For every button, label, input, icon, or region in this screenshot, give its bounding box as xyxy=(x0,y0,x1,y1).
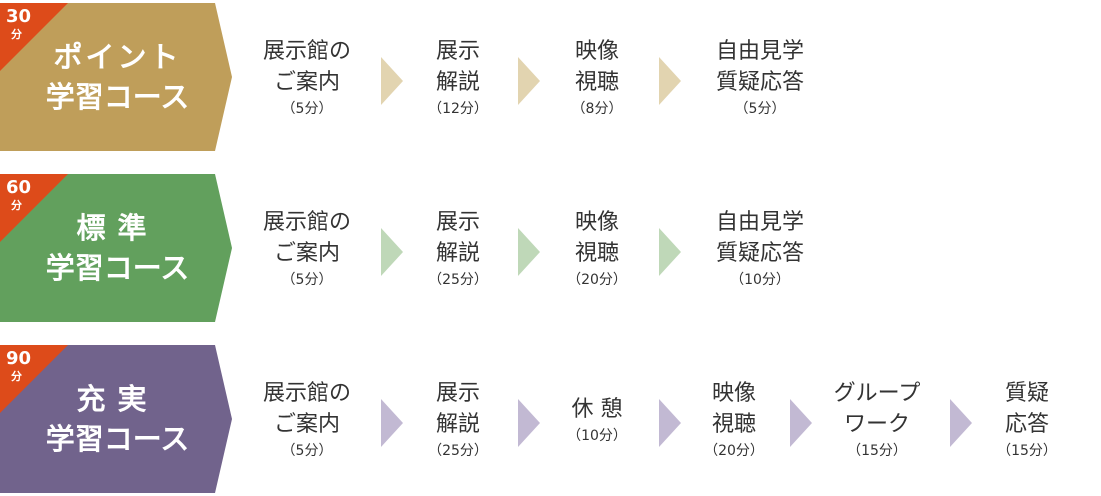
step-arrow-3 xyxy=(659,57,681,105)
duration-unit: 分 xyxy=(11,199,22,212)
step-duration: （5分） xyxy=(281,101,333,117)
step-4: 自由見学 質疑応答 （10分） xyxy=(700,207,820,291)
step-line1: 展示館の xyxy=(262,210,351,235)
step-duration: （5分） xyxy=(734,101,786,117)
step-arrow-2 xyxy=(518,228,540,276)
step-duration: （10分） xyxy=(567,428,627,444)
step-duration: （25分） xyxy=(428,443,488,459)
step-line2: 視聴 xyxy=(711,412,756,437)
step-line1: 映像 xyxy=(574,210,619,235)
step-arrow-3 xyxy=(659,399,681,447)
step-duration: （5分） xyxy=(281,443,333,459)
course-row-standard: 60 分 標準 学習コース 展示館の ご案内 （5分） 展示 解説 （25分） … xyxy=(0,174,1101,322)
step-line2: 質疑応答 xyxy=(715,241,804,266)
step-arrow-3 xyxy=(659,228,681,276)
course-row-point: 30 分 ポイント 学習コース 展示館の ご案内 （5分） 展示 解説 （12分… xyxy=(0,3,1101,151)
course-name-line2: 学習コース xyxy=(45,422,190,456)
step-line1: 展示館の xyxy=(262,39,351,64)
step-line1: 映像 xyxy=(711,381,756,406)
step-1: 展示館の ご案内 （5分） xyxy=(247,36,367,120)
step-line2: 質疑応答 xyxy=(715,70,804,95)
step-duration: （20分） xyxy=(567,272,627,288)
step-line1: 展示 xyxy=(435,210,480,235)
step-arrow-1 xyxy=(381,228,403,276)
course-name-line1: 標準 xyxy=(76,211,159,245)
step-line1: 質疑 xyxy=(1004,381,1049,406)
step-line1: グループ xyxy=(833,381,921,406)
step-2: 展示 解説 （25分） xyxy=(398,207,518,291)
duration-minutes: 60 xyxy=(6,177,32,198)
step-3: 映像 視聴 （20分） xyxy=(537,207,657,291)
step-duration: （15分） xyxy=(997,443,1057,459)
step-4: 映像 視聴 （20分） xyxy=(674,378,794,462)
step-arrow-2 xyxy=(518,57,540,105)
step-duration: （12分） xyxy=(428,101,488,117)
duration-unit: 分 xyxy=(11,370,22,383)
course-label-full: 90 分 充実 学習コース xyxy=(0,345,232,493)
course-name-line2: 学習コース xyxy=(45,80,190,114)
step-duration: （15分） xyxy=(847,443,907,459)
step-line2: ご案内 xyxy=(273,241,340,266)
step-1: 展示館の ご案内 （5分） xyxy=(247,207,367,291)
duration-minutes: 30 xyxy=(6,6,32,27)
step-line2: ご案内 xyxy=(273,70,340,95)
step-arrow-1 xyxy=(381,57,403,105)
step-duration: （8分） xyxy=(571,101,623,117)
course-name-line1: 充実 xyxy=(76,382,159,416)
step-line1: 展示 xyxy=(435,381,480,406)
course-name-line2: 学習コース xyxy=(45,251,190,285)
course-row-full: 90 分 充実 学習コース 展示館の ご案内 （5分） 展示 解説 （25分） … xyxy=(0,345,1101,493)
step-line1: 自由見学 xyxy=(715,39,804,64)
step-3: 映像 視聴 （8分） xyxy=(537,36,657,120)
duration-unit: 分 xyxy=(11,28,22,41)
step-line2: 解説 xyxy=(435,412,480,437)
step-arrow-1 xyxy=(381,399,403,447)
step-3: 休 憩 （10分） xyxy=(537,378,657,447)
course-name: ポイント 学習コース xyxy=(20,37,215,117)
step-line1: 休 憩 xyxy=(571,397,623,422)
step-line2: 解説 xyxy=(435,241,480,266)
duration-minutes: 90 xyxy=(6,348,32,369)
course-name: 標準 学習コース xyxy=(20,208,215,288)
course-name-line1: ポイント xyxy=(53,40,182,74)
course-label-standard: 60 分 標準 学習コース xyxy=(0,174,232,322)
step-duration: （20分） xyxy=(704,443,764,459)
course-name: 充実 学習コース xyxy=(20,379,215,459)
step-line2: 視聴 xyxy=(574,70,619,95)
step-duration: （25分） xyxy=(428,272,488,288)
step-line1: 展示館の xyxy=(262,381,351,406)
step-line1: 展示 xyxy=(435,39,480,64)
step-6: 質疑 応答 （15分） xyxy=(967,378,1087,462)
step-4: 自由見学 質疑応答 （5分） xyxy=(700,36,820,120)
step-arrow-5 xyxy=(950,399,972,447)
step-line2: 解説 xyxy=(435,70,480,95)
step-1: 展示館の ご案内 （5分） xyxy=(247,378,367,462)
step-line2: 視聴 xyxy=(574,241,619,266)
step-2: 展示 解説 （12分） xyxy=(398,36,518,120)
step-arrow-2 xyxy=(518,399,540,447)
step-duration: （10分） xyxy=(730,272,790,288)
step-arrow-4 xyxy=(790,399,812,447)
step-line2: ご案内 xyxy=(273,412,340,437)
step-line1: 自由見学 xyxy=(715,210,804,235)
step-line2: 応答 xyxy=(1004,412,1049,437)
course-label-point: 30 分 ポイント 学習コース xyxy=(0,3,232,151)
step-line1: 映像 xyxy=(574,39,619,64)
step-2: 展示 解説 （25分） xyxy=(398,378,518,462)
step-line2: ワーク xyxy=(843,412,910,437)
step-duration: （5分） xyxy=(281,272,333,288)
step-5: グループ ワーク （15分） xyxy=(817,378,937,462)
